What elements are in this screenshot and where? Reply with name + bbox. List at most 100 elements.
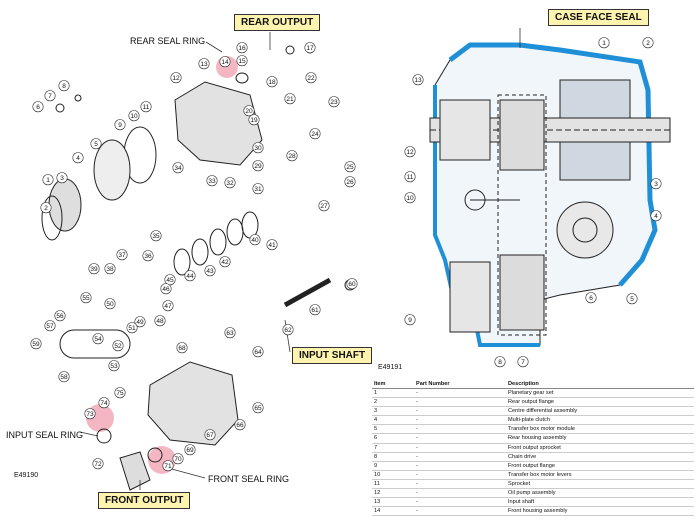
header-item: Item — [372, 380, 414, 389]
cell-part-number: - — [414, 397, 506, 408]
part-number-bubble — [104, 263, 116, 275]
part-number-label: 57 — [46, 323, 54, 330]
cell-item: 6 — [372, 433, 414, 444]
table-row: 10-Transfer box motor levers — [372, 470, 694, 480]
part-number-label: 28 — [288, 153, 296, 160]
part-number-bubble — [404, 171, 416, 183]
part-number-label: 5 — [630, 296, 634, 303]
table-row: 6-Rear housing assembly — [372, 433, 694, 444]
part-number-bubble — [252, 346, 264, 358]
part-number-label: 63 — [226, 330, 234, 337]
part-number-bubble — [198, 58, 210, 70]
part-number-label: 67 — [206, 432, 214, 439]
table-row: 11-Sprocket — [372, 479, 694, 490]
part-number-bubble — [404, 146, 416, 158]
part-number-bubble — [42, 174, 54, 186]
part-number-label: 61 — [311, 307, 319, 314]
part-number-bubble — [58, 80, 70, 92]
part-number-label: 30 — [254, 145, 262, 152]
rear-seal-ring-label: REAR SEAL RING — [130, 36, 206, 46]
cell-part-number: - — [414, 424, 506, 435]
part-number-label: 24 — [311, 131, 319, 138]
part-number-label: 26 — [346, 179, 354, 186]
part-number-label: 14 — [221, 59, 229, 66]
part-number-bubble — [318, 200, 330, 212]
part-number-bubble — [309, 128, 321, 140]
cell-description: Input shaft — [506, 497, 694, 508]
part-number-label: 71 — [164, 463, 172, 470]
cell-item: 3 — [372, 406, 414, 417]
part-number-bubble — [176, 342, 188, 354]
table-row: 3-Centre differential assembly — [372, 406, 694, 417]
part-number-bubble — [30, 338, 42, 350]
cell-description: Transfer box motor module — [506, 424, 694, 435]
part-number-label: 74 — [100, 400, 108, 407]
part-number-bubble — [80, 292, 92, 304]
part-number-label: 43 — [206, 268, 214, 275]
part-number-bubble — [642, 37, 654, 49]
part-number-bubble — [236, 42, 248, 54]
header-description: Description — [506, 380, 694, 389]
cell-description: Centre differential assembly — [506, 406, 694, 417]
cell-description: Front housing assembly — [506, 506, 694, 517]
cell-description: Sprocket — [506, 479, 694, 490]
part-number-bubble — [304, 42, 316, 54]
part-number-label: 39 — [90, 266, 98, 273]
part-number-bubble — [56, 172, 68, 184]
part-number-bubble — [344, 176, 356, 188]
part-number-bubble — [184, 444, 196, 456]
cell-description: Front output sprocket — [506, 443, 694, 453]
cell-part-number: - — [414, 461, 506, 471]
input-shaft-callout: INPUT SHAFT — [292, 347, 373, 364]
part-number-label: 11 — [407, 174, 414, 181]
part-number-label: 35 — [152, 233, 160, 240]
part-number-label: 4 — [76, 155, 80, 162]
part-number-label: 42 — [221, 259, 229, 266]
part-number-bubble — [236, 55, 248, 67]
part-number-label: 11 — [143, 104, 150, 111]
cell-item: 10 — [372, 470, 414, 480]
part-number-label: 2 — [646, 40, 650, 47]
cell-item: 4 — [372, 415, 414, 426]
part-number-bubble — [266, 76, 278, 88]
part-number-bubble — [286, 150, 298, 162]
part-number-label: 25 — [346, 164, 354, 171]
part-number-label: 33 — [208, 178, 216, 185]
part-number-bubble — [404, 314, 416, 326]
part-number-bubble — [172, 453, 184, 465]
part-number-label: 10 — [130, 113, 138, 120]
cell-item: 1 — [372, 388, 414, 399]
table-row: 14-Front housing assembly — [372, 506, 694, 517]
part-number-label: 27 — [320, 203, 328, 210]
part-number-bubble — [224, 177, 236, 189]
cell-item: 13 — [372, 497, 414, 508]
cross-section-drawing — [429, 42, 671, 347]
cell-description: Chain drive — [506, 452, 694, 462]
part-number-bubble — [266, 239, 278, 251]
cell-item: 14 — [372, 506, 414, 517]
part-number-label: 40 — [251, 237, 259, 244]
part-number-label: 55 — [82, 295, 90, 302]
part-number-bubble — [243, 105, 255, 117]
part-number-bubble — [32, 101, 44, 113]
table-row: 9-Front output flange — [372, 461, 694, 471]
part-number-label: 17 — [306, 45, 314, 52]
part-number-bubble — [328, 96, 340, 108]
part-number-bubble — [116, 249, 128, 261]
part-number-bubble — [140, 101, 152, 113]
part-number-label: 15 — [238, 58, 246, 65]
part-number-label: 10 — [406, 195, 414, 202]
cell-item: 2 — [372, 397, 414, 408]
part-number-label: 64 — [254, 349, 262, 356]
part-number-label: 41 — [268, 242, 276, 249]
part-number-bubble — [54, 310, 66, 322]
part-number-bubble — [40, 202, 52, 214]
header-part-number: Part Number — [414, 380, 506, 389]
part-number-label: 49 — [136, 319, 144, 326]
part-number-label: 31 — [254, 186, 262, 193]
part-number-bubble — [134, 316, 146, 328]
part-number-label: 59 — [32, 341, 40, 348]
part-number-label: 52 — [114, 343, 122, 350]
part-number-bubble — [249, 234, 261, 246]
part-number-bubble — [412, 74, 424, 86]
